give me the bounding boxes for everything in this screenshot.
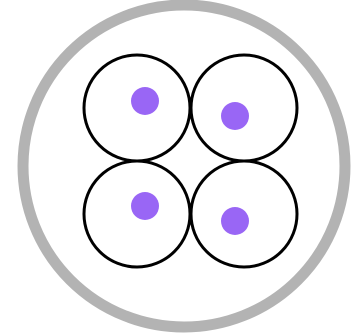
cell-nucleus	[131, 192, 159, 220]
cell-bottom-left	[84, 161, 190, 267]
cell-nucleus	[221, 207, 249, 235]
cell-nucleus	[221, 102, 249, 130]
cell-nucleus	[131, 87, 159, 115]
cell-bottom-right	[191, 161, 297, 267]
cell-top-right	[191, 55, 297, 161]
outer-ring	[23, 5, 345, 327]
cell-top-left	[84, 55, 190, 161]
